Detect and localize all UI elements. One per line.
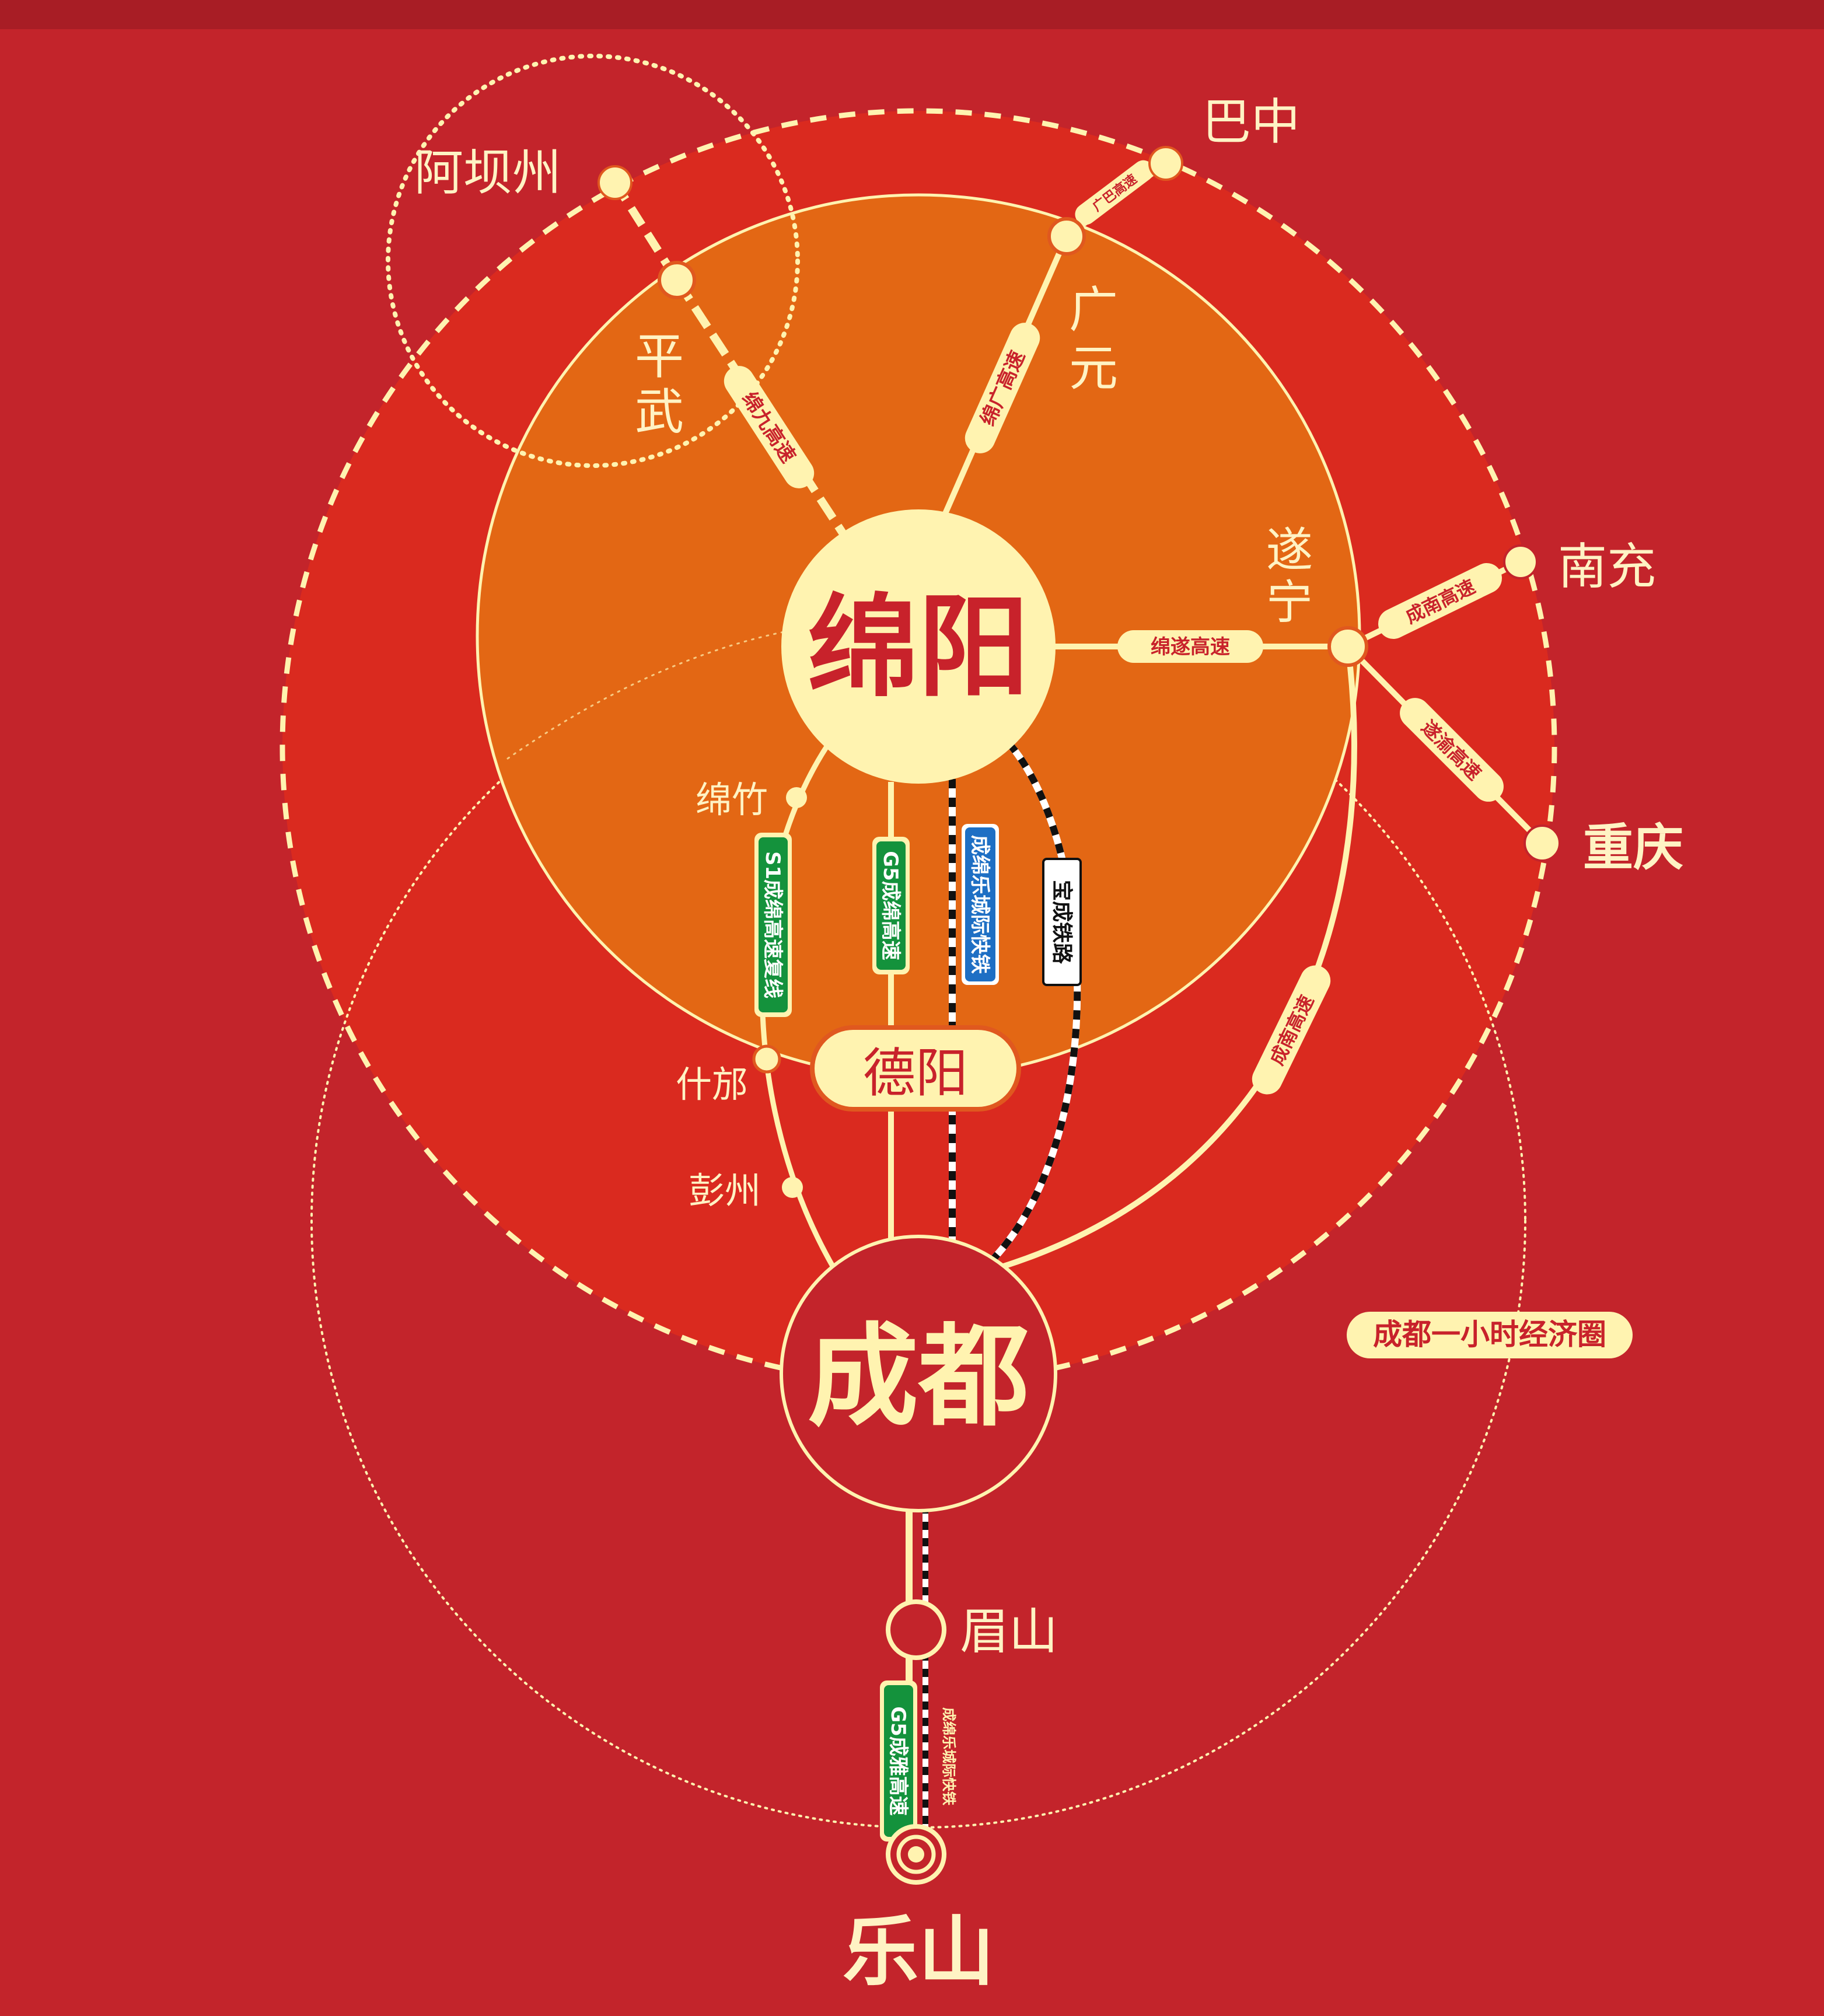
legend-economic-circle: 成都一小时经济圈	[1373, 1318, 1606, 1351]
svg-text:成绵乐城际快铁: 成绵乐城际快铁	[941, 1707, 957, 1805]
dot-meishan	[886, 1599, 946, 1660]
label-intercity-south: 成绵乐城际快铁	[941, 1707, 957, 1805]
dot-bazhong	[1148, 146, 1183, 181]
hub-deyang	[815, 1030, 1016, 1107]
city-chongqing: 重庆	[1583, 819, 1683, 877]
svg-text:S1成绵高速复线: S1成绵高速复线	[761, 851, 784, 998]
city-mianzhu: 绵竹	[696, 778, 768, 821]
city-bazhong: 巴中	[1202, 93, 1300, 151]
hub-mianyang	[781, 509, 1056, 784]
label-g5-south: G5成雅高速	[880, 1680, 917, 1842]
dot-nanchong	[1503, 544, 1538, 579]
city-aba: 阿坝州	[414, 144, 561, 201]
label-g5-north: G5成绵高速	[872, 837, 910, 974]
legend-economic-circle-bg	[1347, 1312, 1633, 1358]
city-pengzhou: 彭州	[689, 1169, 761, 1212]
dot-leshan-core	[908, 1846, 924, 1863]
inner-dotted-arc	[506, 619, 993, 760]
svg-text:G5成绵高速: G5成绵高速	[879, 851, 902, 960]
top-shadow-band	[0, 0, 1824, 29]
aba-dotted-ring	[386, 54, 800, 468]
city-leshan: 乐山	[843, 1907, 994, 1996]
hub-deyang-label: 德阳	[863, 1043, 968, 1104]
hub-mianyang-label: 绵阳	[808, 583, 1029, 712]
city-pingwu-2: 武	[635, 383, 684, 441]
route-mianjiu-dashed	[673, 278, 852, 545]
city-suining-2: 宁	[1266, 575, 1313, 630]
city-guangyuan-1: 广	[1069, 281, 1118, 338]
dot-shifang	[752, 1044, 781, 1074]
label-miansui: 绵遂高速	[1117, 630, 1263, 663]
label-baocheng: 宝成铁路	[1042, 858, 1082, 986]
dot-mianzhu	[786, 787, 807, 808]
city-guangyuan-2: 元	[1069, 340, 1118, 397]
svg-text:宝成铁路: 宝成铁路	[1050, 880, 1074, 965]
dot-suining	[1327, 626, 1368, 667]
city-meishan: 眉山	[960, 1603, 1058, 1660]
dot-aba	[597, 165, 633, 200]
label-s1: S1成绵高速复线	[754, 833, 792, 1017]
label-intercity-north: 成绵乐城际快铁	[962, 824, 999, 985]
dot-pingwu	[658, 261, 696, 299]
dot-pengzhou	[782, 1177, 803, 1198]
city-nanchong: 南充	[1558, 538, 1656, 595]
city-suining-1: 遂	[1266, 523, 1313, 577]
route-baocheng-dash	[989, 742, 1081, 1263]
hub-chengdu	[780, 1235, 1057, 1512]
city-pingwu-1: 平	[635, 328, 684, 385]
svg-text:G5成雅高速: G5成雅高速	[886, 1706, 910, 1816]
hub-chengdu-label: 成都	[808, 1312, 1029, 1441]
city-shifang: 什邡	[676, 1063, 748, 1106]
dot-leshan-ring	[896, 1835, 936, 1874]
svg-text:成绵乐城际快铁: 成绵乐城际快铁	[968, 835, 991, 974]
svg-text:绵遂高速: 绵遂高速	[1151, 635, 1230, 659]
dot-guangyuan	[1047, 217, 1086, 256]
dot-chongqing	[1524, 824, 1561, 862]
